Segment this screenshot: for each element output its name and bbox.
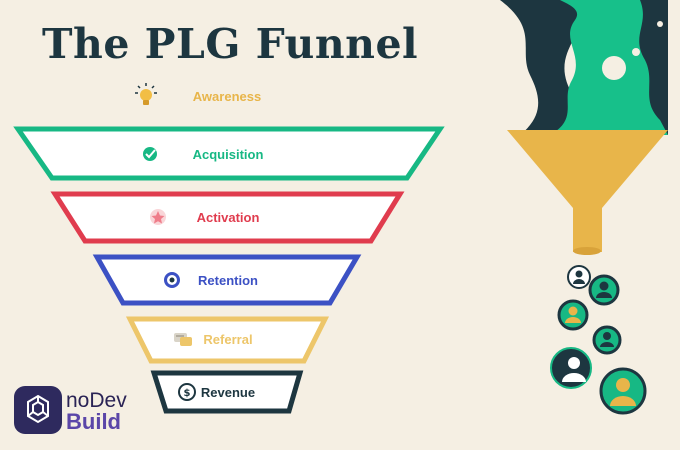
stage-retention: Retention xyxy=(92,254,362,306)
user-avatar-icon xyxy=(592,325,622,355)
stage-awareness: Awareness xyxy=(135,83,261,105)
user-avatar-icon xyxy=(550,347,592,389)
stage-label-awareness: Awareness xyxy=(193,89,261,104)
lightbulb-icon xyxy=(135,83,157,105)
stage-label-activation: Activation xyxy=(197,210,260,225)
svg-text:$: $ xyxy=(184,388,191,399)
stage-label-referral: Referral xyxy=(203,332,252,347)
stage-label-revenue: Revenue xyxy=(201,385,255,400)
stage-revenue: $ Revenue xyxy=(150,370,304,414)
user-avatar-icon xyxy=(588,274,620,306)
target-icon xyxy=(164,272,180,288)
chat-bubble-icon xyxy=(174,333,192,346)
wavy-shape-illustration xyxy=(500,0,668,135)
funnel-icon xyxy=(507,130,668,255)
stage-label-retention: Retention xyxy=(198,273,258,288)
star-icon xyxy=(150,209,166,225)
stage-label-acquisition: Acquisition xyxy=(193,147,264,162)
page-title: The PLG Funnel xyxy=(42,20,419,68)
brand-name-line2: Build xyxy=(66,409,121,434)
nodev-logo-icon xyxy=(14,386,62,434)
stage-activation: Activation xyxy=(50,191,405,244)
dollar-icon: $ xyxy=(178,383,196,401)
user-avatar-icon xyxy=(599,367,647,415)
stage-referral: Referral xyxy=(125,316,330,364)
brand-name-line1: noDev xyxy=(66,389,127,412)
user-avatar-icon xyxy=(557,299,589,331)
user-avatar-icon xyxy=(567,265,591,289)
brand-logo: noDev Build xyxy=(66,390,127,433)
stage-acquisition: Acquisition xyxy=(13,126,445,181)
checkmark-icon xyxy=(143,147,157,161)
